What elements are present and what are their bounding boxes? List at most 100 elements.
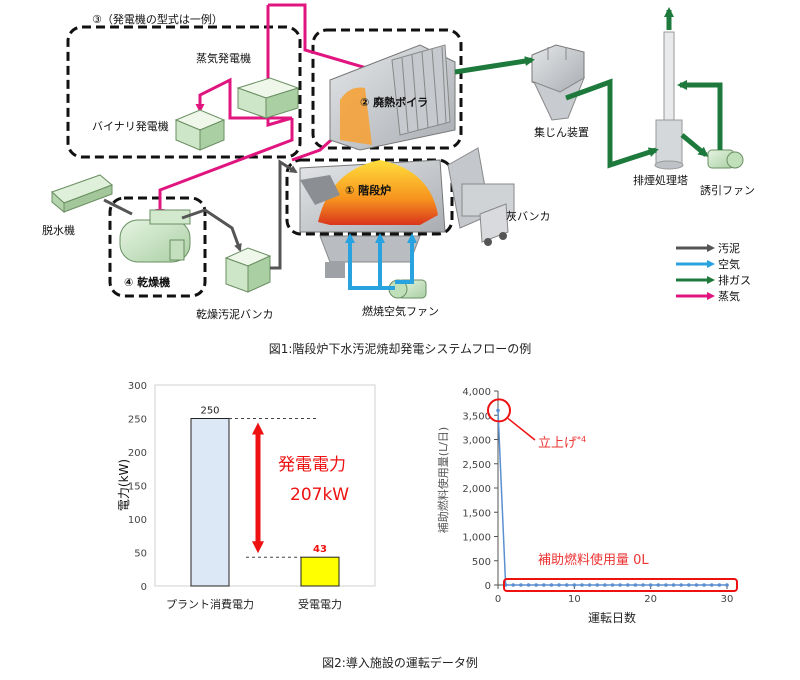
y-tick-label: 100 [128,515,147,526]
y-tick-label: 50 [134,549,147,560]
generator-note-label: ③（発電機の型式は一例） [92,12,223,26]
power-bar-chart: 050100150200250300 25043 プラント消費電力受電電力 電力… [117,381,376,611]
data-point [633,583,638,587]
induced-fan-unit [707,149,744,169]
y-tick-label: 0 [141,582,147,593]
data-point [534,583,538,587]
data-point [671,583,676,587]
data-point [542,583,546,587]
data-point [664,583,668,587]
data-point [603,583,607,587]
flue-gas-tower-label: 排煙処理塔 [633,173,688,187]
induced-fan-label: 誘引ファン [700,183,755,197]
x-tick-label: 10 [568,594,581,605]
data-point [687,583,691,587]
generated-power-title: 発電電力 [278,455,346,475]
combustion-air-fan-label: 燃焼空気ファン [362,304,439,318]
y-tick-label: 4,000 [462,387,491,398]
y-tick-label: 3,500 [462,411,491,422]
air-lines [345,233,417,290]
bar-chart-ylabel: 電力(kW) [117,459,131,511]
combustion-air-fan-unit [388,279,427,299]
line-chart-annotations: 立上げ*4 補助燃料使用量 0L [487,398,738,592]
x-tick-label: 0 [495,594,501,605]
dryer-label: ④ 乾燥機 [124,275,170,289]
x-tick-label: 20 [644,594,657,605]
line-chart-ylabel: 補助燃料使用量(L/日) [436,427,450,533]
generated-power-value: 207kW [290,485,349,505]
data-point [572,583,577,587]
data-point [549,583,554,587]
data-point [587,583,592,587]
data-point [725,583,729,587]
y-tick-label: 3,000 [462,436,491,447]
data-point [519,583,523,587]
legend-item: 排ガス [676,273,751,287]
dried-sludge-bunker-unit [224,247,272,293]
binary-generator-unit [174,109,226,151]
x-tick-label: 30 [721,594,734,605]
y-tick-label: 500 [472,557,491,568]
y-tick-label: 150 [128,482,147,493]
line-chart-series [496,408,729,587]
stair-furnace-label: ① 階段炉 [345,183,391,197]
startup-note: *4 [577,435,586,444]
y-tick-label: 1,500 [462,508,491,519]
data-point [557,583,561,587]
legend-label: 汚泥 [718,242,740,255]
data-point [526,583,531,587]
system-flow-diagram: ③（発電機の型式は一例） 蒸気発電機 バイナリ発電機 ② 廃熱ボイラ ① 階段炉… [42,3,755,321]
line-chart-axes: 05001,0001,5002,0002,5003,0003,5004,0000… [462,387,733,605]
data-point [717,583,722,587]
legend-label: 排ガス [718,273,751,287]
data-point [580,583,584,587]
startup-highlight-circle [487,398,511,423]
exhaust-gas-lines [454,7,723,169]
legend-item: 空気 [676,257,740,271]
data-point [511,583,516,587]
data-point [709,583,714,587]
operation-data-charts: 050100150200250300 25043 プラント消費電力受電電力 電力… [117,381,738,625]
dryer-group-frame [108,196,207,298]
data-point [694,583,699,587]
dust-collector-label: 集じん装置 [534,125,589,139]
dust-collector-unit [531,44,586,121]
ash-bunker-label: 灰バンカ [506,209,551,223]
bar [300,556,340,587]
flue-gas-tower-unit [654,31,684,170]
zero-fuel-label: 補助燃料使用量 0L [538,552,649,568]
figure2-caption: 図2:導入施設の運転データ例 [322,656,478,670]
zero-fuel-highlight-box [503,578,738,592]
data-point [564,583,569,587]
furnace-group-frame [285,158,454,236]
y-tick-label: 250 [128,415,147,426]
stair-furnace-unit [299,159,446,278]
bar-chart-frame [154,384,376,587]
figure1-caption: 図1:階段炉下水汚泥焼却発電システムフローの例 [268,342,532,356]
dried-sludge-bunker-label: 乾燥汚泥バンカ [196,308,274,321]
generated-power-annotation: 発電電力 207kW [229,418,349,558]
y-tick-label: 1,000 [462,533,491,544]
ash-bunker-unit [447,147,515,246]
data-point [595,583,600,587]
y-tick-label: 0 [485,581,491,592]
steam-generator-label: 蒸気発電機 [196,51,251,65]
data-point [625,583,630,587]
line-chart-xlabel: 運転日数 [588,610,636,625]
boiler-group-frame [311,28,463,150]
legend-label: 空気 [718,257,740,271]
waste-heat-boiler-unit [329,44,456,151]
data-point [496,408,500,413]
data-point [610,583,615,587]
category-label: プラント消費電力 [166,597,254,611]
bar-chart-categories: プラント消費電力受電電力 [166,597,342,611]
bar-value-label: 250 [200,406,219,417]
dryer-unit [119,209,191,263]
generator-group-frame [66,25,302,159]
waste-heat-boiler-label: ② 廃熱ボイラ [360,95,428,109]
legend-item: 蒸気 [676,289,740,303]
y-tick-label: 200 [128,448,147,459]
